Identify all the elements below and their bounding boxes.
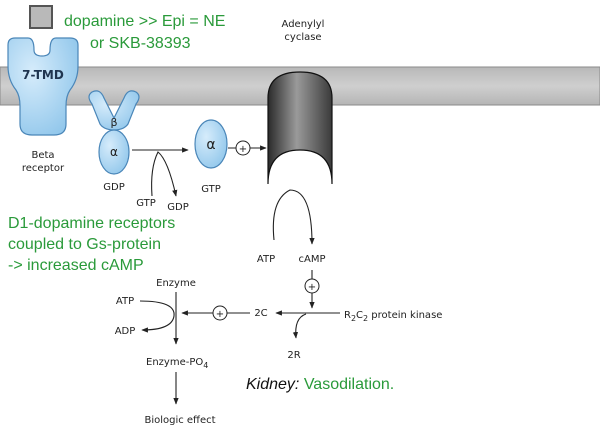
beta-receptor-shape: [7, 37, 79, 136]
legend-line-1: dopamine >> Epi = NE: [64, 13, 225, 30]
plus-sign-3: +: [216, 309, 224, 320]
plus-sign-2: +: [308, 282, 316, 293]
enzyme-label: Enzyme: [156, 278, 196, 289]
atp-to-camp-arrow: [272, 189, 315, 245]
beta-subunit-label: β: [110, 116, 117, 129]
alpha-active-label: α: [206, 137, 215, 153]
kidney-note: Kidney: Vasodilation.: [246, 376, 394, 393]
green-note-line-1: D1-dopamine receptors: [8, 215, 175, 232]
enzyme-phospho-label: Enzyme-PO4: [146, 357, 208, 370]
alpha-gtp-subunit: [194, 119, 228, 169]
atp-to-adp-arc: [139, 300, 175, 333]
receptor-label: 7-TMD: [22, 68, 64, 82]
legend-line-2: or SKB-38393: [90, 35, 191, 52]
gdp-bound-label: GDP: [103, 182, 124, 193]
cyclase-label-2: cyclase: [284, 32, 321, 43]
receptor-caption-2: receptor: [22, 163, 65, 174]
biologic-effect-label: Biologic effect: [144, 415, 215, 426]
g-protein-alpha: [98, 129, 130, 175]
adenylyl-cyclase-shape: [267, 71, 333, 185]
atp-label: ATP: [257, 254, 275, 265]
gdp-out-label: GDP: [167, 202, 188, 213]
plus-sign-circle-3: [212, 305, 228, 321]
plus-sign-circle-1: [235, 140, 251, 156]
two-r-label: 2R: [287, 350, 300, 361]
legend-swatch: [29, 5, 53, 29]
green-note-line-3: -> increased cAMP: [8, 257, 144, 274]
receptor-caption-1: Beta: [31, 150, 54, 161]
gtp-bound-label: GTP: [201, 184, 221, 195]
kinase-to-2r-arrow: [292, 313, 307, 339]
plus-sign-circle-2: [304, 278, 320, 294]
two-c-label: 2C: [254, 308, 267, 319]
enzyme-atp-label: ATP: [116, 296, 134, 307]
camp-label: cAMP: [299, 254, 326, 265]
green-note-line-2: coupled to Gs-protein: [8, 236, 161, 253]
r2c2-kinase-label: R2C2 protein kinase: [344, 310, 442, 323]
gtp-in-label: GTP: [136, 198, 156, 209]
enzyme-adp-label: ADP: [115, 326, 136, 337]
cyclase-label-1: Adenylyl: [282, 19, 325, 30]
plus-sign-1: +: [239, 144, 247, 155]
gtp-in-arc: [151, 151, 178, 197]
alpha-subunit-label: α: [110, 145, 118, 159]
